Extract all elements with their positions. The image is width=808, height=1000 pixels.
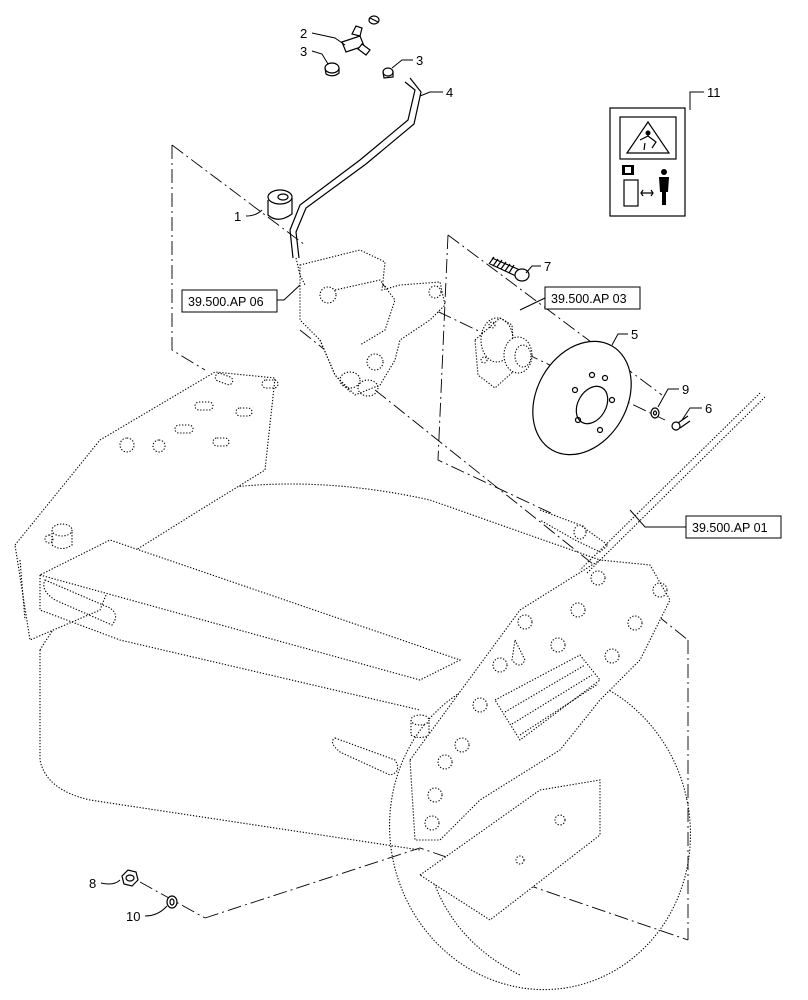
callout-7: 7 [544,259,551,274]
callout-2: 2 [300,26,307,41]
washer-10 [166,895,178,909]
callout-4: 4 [446,85,453,100]
nut-8 [121,869,139,887]
cap-fittings-3 [324,62,394,79]
callout-3-left: 3 [300,44,307,59]
tee-fitting-2 [341,15,380,56]
ref-ap01-label: 39.500.AP 01 [692,521,768,535]
mounting-bracket [299,249,446,397]
ref-box-ap06[interactable]: 39.500.AP 06 [181,289,278,313]
ref-ap06-label: 39.500.AP 06 [188,295,264,309]
callout-labels: 1 2 3 3 4 5 6 7 8 9 10 11 [89,26,721,924]
long-shaft [539,392,766,575]
ref-ap03-label: 39.500.AP 03 [551,292,627,306]
drum-frame [14,371,671,921]
callout-5: 5 [631,327,638,342]
bolt-7 [488,256,530,282]
callout-3-right: 3 [416,53,423,68]
hub-assembly [474,317,533,389]
callout-6: 6 [705,401,712,416]
leader-lines [100,32,704,917]
safety-decal-11 [609,107,686,217]
ref-box-ap01[interactable]: 39.500.AP 01 [685,515,782,539]
callout-10: 10 [126,909,140,924]
grease-hose [289,77,422,286]
screw-6 [671,415,691,431]
callout-1: 1 [234,209,241,224]
spacer-bushing-1 [267,189,293,220]
washer-9 [650,407,660,419]
disc-5 [532,340,632,456]
person-distance-icon [623,169,669,207]
callout-11: 11 [707,85,721,100]
warning-decal-icon [619,116,677,160]
reference-boxes: 39.500.AP 06 39.500.AP 03 39.500.AP 01 [181,286,782,539]
callout-8: 8 [89,876,96,891]
callout-9: 9 [682,382,689,397]
ref-box-ap03[interactable]: 39.500.AP 03 [544,286,641,310]
manual-book-icon [622,165,634,175]
